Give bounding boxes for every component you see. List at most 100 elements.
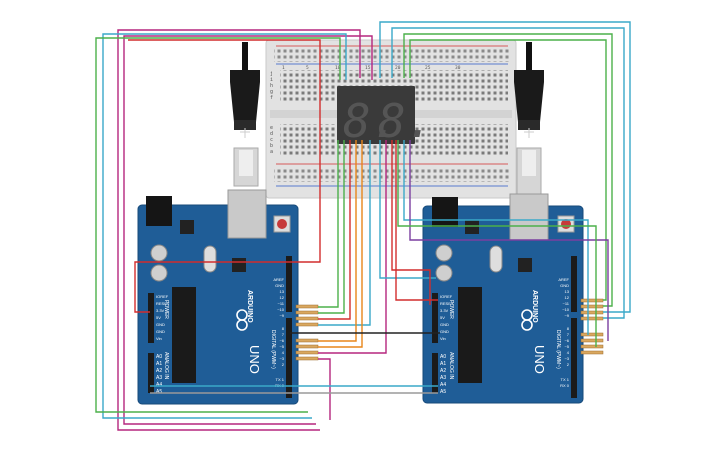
resistor[interactable] [580,304,604,309]
pin-label: A2 [156,368,162,374]
resistor[interactable] [580,316,604,321]
wire-magenta[interactable] [318,140,387,354]
crystal [489,245,503,273]
usb-icon [240,128,250,138]
pin-label: 13 [565,289,570,294]
pin-label: 8 [567,326,570,331]
resistor[interactable] [295,338,319,343]
capacitor [435,244,453,262]
pin-label: 4 [282,350,285,355]
resistor[interactable] [295,316,319,321]
pin-label: AREF [273,277,284,282]
resistor[interactable] [580,310,604,315]
resistor[interactable] [580,298,604,303]
wire-red[interactable] [318,140,351,320]
wire-green[interactable] [403,33,613,307]
arduino-model: UNO [532,345,547,374]
pin-label: ~3 [564,356,569,361]
row-letter: a [270,149,273,155]
row-letter: j [270,71,273,77]
wire-red[interactable] [395,140,438,301]
atmega-chip [172,287,196,383]
digital-header-upper[interactable] [286,256,292,312]
usb-cable-left[interactable] [230,42,260,187]
wire-cyan[interactable] [379,21,631,313]
resistor[interactable] [580,350,604,355]
pin-label: RESET [156,301,170,306]
wire-cyan[interactable] [318,140,371,326]
resistor[interactable] [580,338,604,343]
wire-magenta[interactable] [117,29,361,431]
resistor[interactable] [295,350,319,355]
pin-label: 7 [282,332,285,337]
pin-label: ~5 [564,344,569,349]
wire-green[interactable] [318,140,339,308]
power-header[interactable] [432,293,438,343]
digital-label: DIGITAL (PWM~) [270,330,276,369]
wire-cyan[interactable] [102,33,347,419]
arduino-model: UNO [247,345,262,374]
seven-segment-display[interactable]: 8. 8. [337,86,433,148]
pin-label: 12 [280,295,285,300]
analog-header[interactable] [148,353,154,393]
regulator [180,220,194,234]
wire-purple[interactable] [409,140,609,341]
col-number: 10 [335,65,341,71]
col-number: 20 [395,65,401,71]
usb-icon [524,128,534,138]
wire-red[interactable] [128,39,321,313]
wire-red[interactable] [391,140,431,305]
crystal [203,245,217,273]
regulator [465,220,479,234]
analog-header[interactable] [432,353,438,393]
row-letter: c [270,137,273,143]
resistor[interactable] [295,344,319,349]
pin-label: ~6 [564,338,569,343]
pin-label: 5V [440,315,445,320]
pin-label: A3 [440,375,446,381]
resistor[interactable] [580,332,604,337]
arduino-uno-right[interactable]: IOREF RESET 3.3V 5V GND GND Vin A0 A1 A2… [422,193,584,404]
wire-orange[interactable] [318,140,363,348]
wire-cyan[interactable] [391,27,625,319]
pin-label: ~11 [278,301,285,306]
digital-header-lower[interactable] [286,318,292,398]
usb-cable-right[interactable] [514,42,544,197]
digital-header-lower[interactable] [571,318,577,398]
resistor[interactable] [295,322,319,327]
wire-cyan[interactable] [379,140,436,279]
resistor[interactable] [580,344,604,349]
wire-cyan[interactable] [403,140,589,335]
pin-label: GND [156,329,165,334]
pin-label: A1 [156,361,162,367]
col-number: 30 [455,65,461,71]
wire-magenta[interactable] [318,358,331,420]
pin-label: AREF [558,277,569,282]
wire-green[interactable] [409,39,607,301]
pin-label: 12 [565,295,570,300]
resistors-right[interactable] [580,298,604,355]
resistor[interactable] [295,304,319,309]
row-letter: f [270,95,273,101]
power-header[interactable] [148,293,154,343]
arduino-uno-left[interactable]: IOREF RESET 3.3V 5V GND GND Vin A0 A1 A2… [137,189,299,405]
digital-header-upper[interactable] [571,256,577,312]
wire-green[interactable] [318,140,345,314]
wire-orange[interactable] [318,140,357,342]
row-letter: b [270,143,273,149]
col-number: 15 [365,65,371,71]
col-number: 25 [425,65,431,71]
pin-label: GND [275,283,284,288]
wire-green[interactable] [95,37,341,413]
resistor[interactable] [295,310,319,315]
reset-button-cap[interactable] [277,219,287,229]
col-number: 5 [306,65,309,71]
wire-green[interactable] [397,140,597,347]
resistor[interactable] [295,356,319,361]
wire-magenta[interactable] [123,35,373,425]
wires[interactable] [95,21,631,431]
pin-label: 7 [567,332,570,337]
pin-label: Vin [156,336,162,341]
